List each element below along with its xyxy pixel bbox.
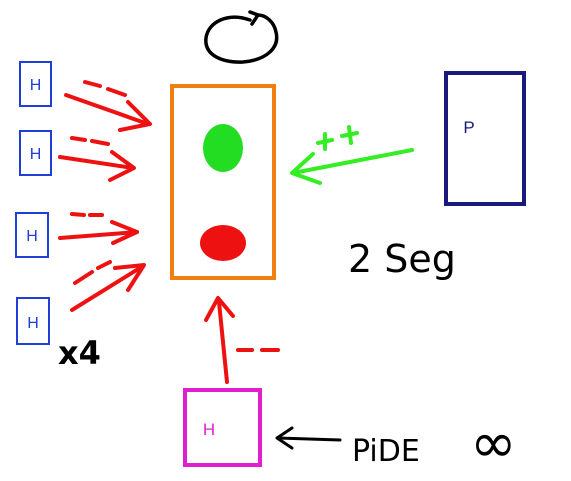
arrow-pide: [275, 426, 342, 450]
h-box-1: H: [19, 61, 52, 107]
h-box-2: H: [19, 130, 52, 176]
multiplier-label: x4: [58, 334, 101, 372]
h-box-label: H: [26, 228, 38, 245]
cycle-icon: [204, 10, 279, 64]
traffic-light-frame: [170, 84, 276, 280]
h-box-bottom-label: H: [203, 420, 215, 439]
green-light: [203, 124, 243, 172]
h-box-4: H: [16, 297, 50, 345]
infinity-symbol: ∞: [470, 411, 517, 476]
arrow-p: [290, 125, 414, 185]
p-box-label: P: [463, 118, 474, 137]
arrow-h4: [70, 260, 146, 312]
arrow-h3: [58, 212, 139, 245]
arrow-h2: [58, 136, 136, 182]
h-box-3: H: [15, 212, 49, 258]
red-light: [200, 225, 246, 261]
h-box-label: H: [30, 77, 42, 94]
h-box-bottom: H: [183, 388, 262, 467]
pide-label: PiDE: [352, 434, 420, 469]
p-box: P: [444, 71, 526, 206]
time-label: 2 Seg: [348, 237, 456, 281]
arrow-h-bottom: [204, 296, 280, 384]
h-box-label: H: [27, 315, 39, 332]
h-box-label: H: [30, 146, 42, 163]
arrow-h1: [64, 80, 152, 132]
